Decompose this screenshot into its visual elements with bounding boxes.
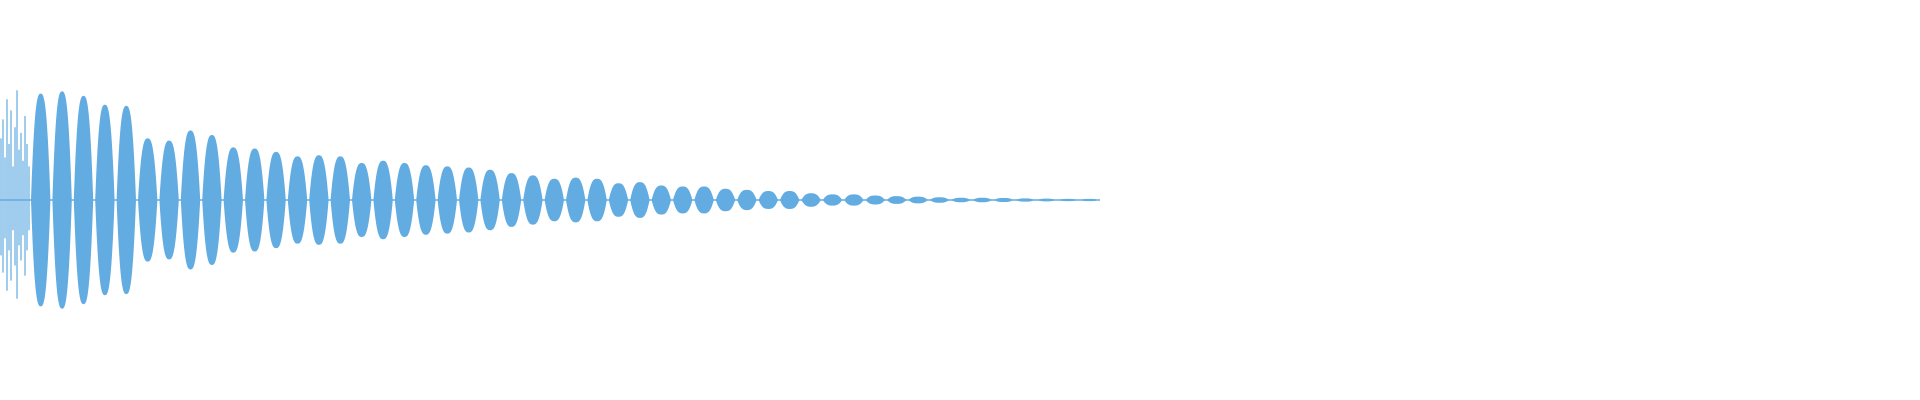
waveform-lobe — [309, 155, 329, 245]
waveform-lobe — [416, 165, 436, 235]
waveform-lobe — [737, 189, 757, 211]
waveform-lobe — [608, 183, 629, 217]
waveform-lobe — [566, 177, 586, 223]
waveform-lobe — [287, 156, 308, 244]
waveform-lobe — [844, 194, 864, 206]
waveform-lobe — [780, 191, 800, 209]
waveform-lobe — [972, 197, 992, 203]
waveform-lobe — [180, 130, 201, 270]
waveform-lobe — [352, 163, 372, 237]
waveform-lobe — [1015, 198, 1035, 202]
waveform-lobe — [330, 156, 350, 244]
waveform-lobe — [480, 169, 500, 231]
waveform-lobe — [73, 95, 94, 305]
waveform-lobe — [31, 93, 51, 307]
waveform-lobe — [587, 178, 607, 222]
waveform-lobe — [266, 151, 286, 249]
waveform-lobe — [630, 182, 650, 218]
waveform-lobe — [822, 194, 843, 206]
waveform-lobe — [908, 196, 928, 204]
waveform-lobes — [31, 91, 1099, 309]
waveform-lobe — [651, 185, 671, 215]
waveform-transient — [0, 90, 30, 299]
waveform-lobe — [1079, 198, 1099, 202]
waveform-lobe — [929, 197, 950, 203]
waveform-lobe — [1058, 198, 1078, 202]
waveform-lobe — [501, 173, 522, 227]
waveform-lobe — [394, 163, 415, 237]
waveform-lobe — [373, 160, 393, 240]
waveform-lobe — [994, 197, 1014, 203]
waveform-lobe — [138, 138, 158, 262]
waveform-lobe — [694, 186, 714, 214]
waveform-lobe — [116, 105, 136, 295]
waveform-lobe — [52, 91, 72, 309]
waveform-lobe — [865, 195, 885, 205]
waveform-lobe — [523, 175, 543, 225]
waveform-lobe — [951, 197, 971, 203]
waveform-lobe — [673, 186, 693, 214]
waveform-lobe — [95, 104, 115, 296]
waveform-lobe — [715, 188, 736, 212]
waveform-lobe — [245, 148, 265, 252]
waveform-lobe — [159, 140, 179, 260]
waveform-lobe — [758, 191, 778, 209]
waveform-lobe — [459, 167, 479, 233]
waveform-lobe — [887, 196, 907, 204]
waveform-lobe — [437, 166, 457, 234]
waveform-lobe — [202, 135, 222, 265]
waveform-lobe — [1036, 198, 1057, 202]
waveform-lobe — [223, 147, 243, 253]
waveform-lobe — [801, 193, 821, 207]
waveform-lobe — [544, 178, 564, 222]
